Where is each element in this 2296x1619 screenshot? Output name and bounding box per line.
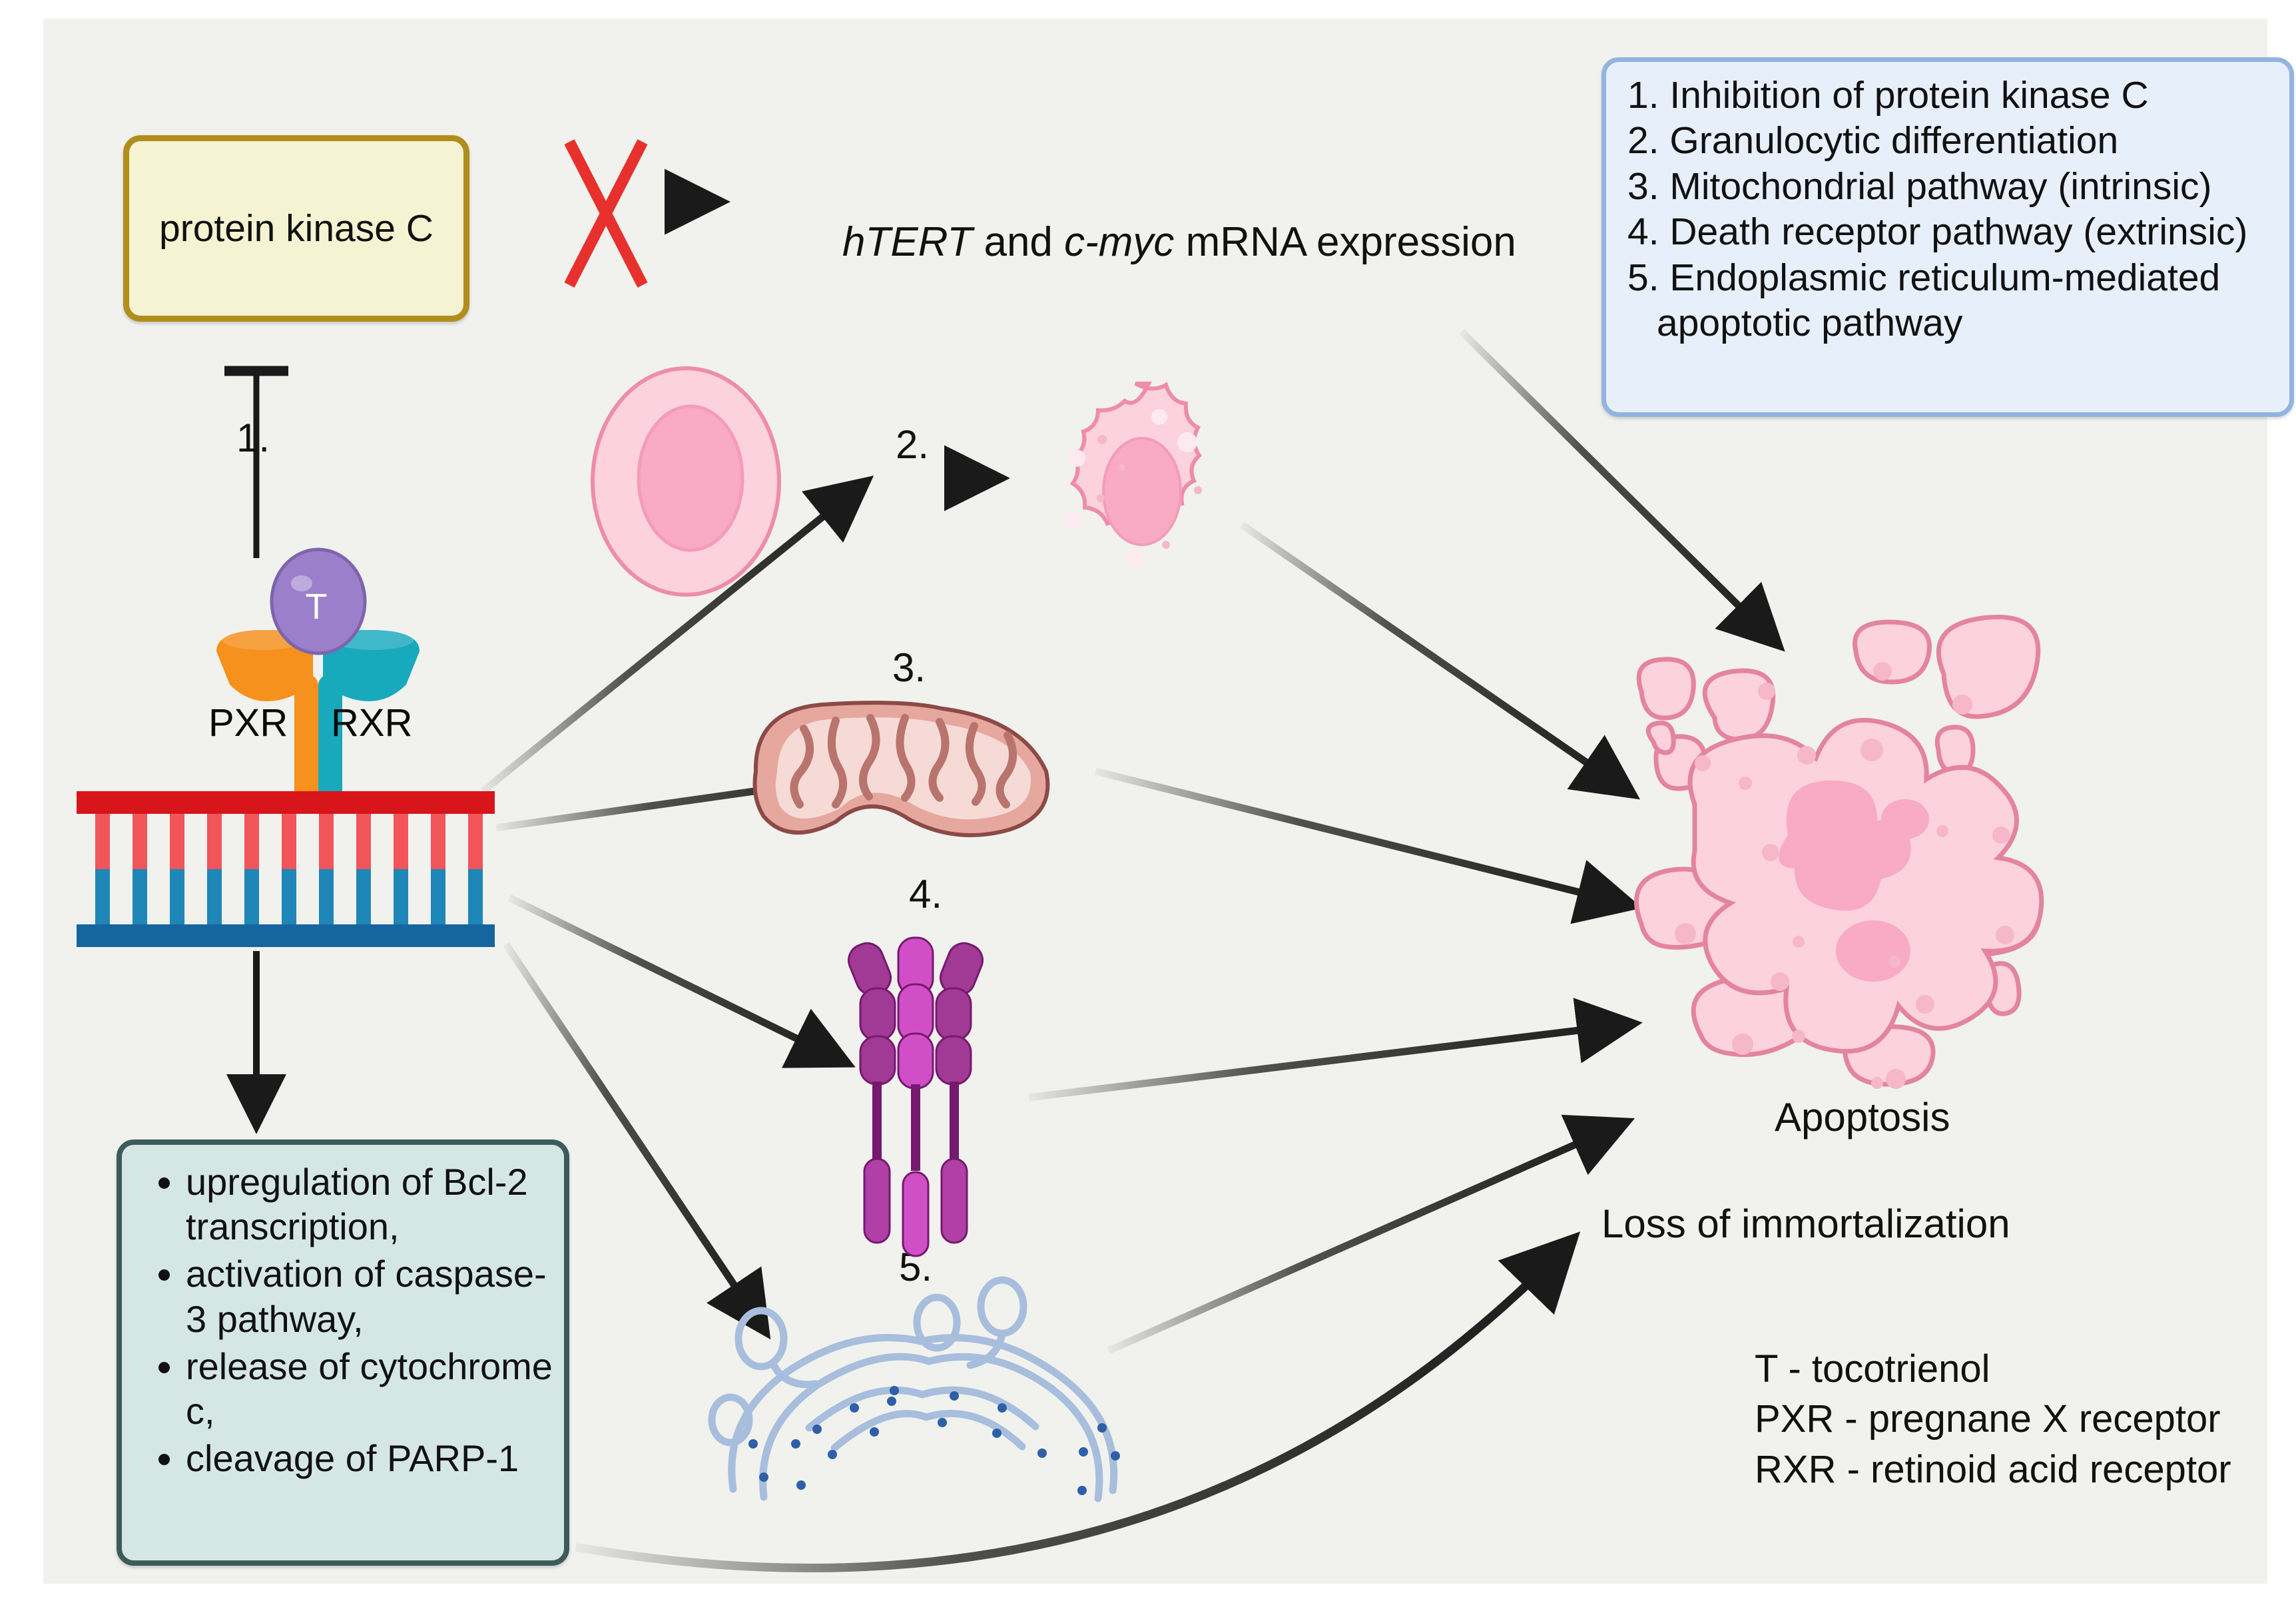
complex-graphic xyxy=(216,547,420,808)
dna-top-strand xyxy=(77,791,495,814)
mrna-tail: mRNA expression xyxy=(1174,219,1516,265)
effect-item: activation of caspase-3 pathway, xyxy=(186,1251,556,1341)
effect-item: cleavage of PARP-1 xyxy=(186,1436,556,1480)
arrow-mitochondrion-to-apoptosis xyxy=(1094,767,1643,924)
tocotrienol-sphere xyxy=(270,547,367,655)
arrow-granulocyte-to-apoptosis xyxy=(1239,521,1641,800)
rxr-bowl xyxy=(323,630,420,701)
pxr-stem xyxy=(294,675,318,808)
rxr-stem xyxy=(318,675,342,808)
arrow-death-receptor-to-apoptosis xyxy=(1028,998,1643,1102)
arrow-mrna-to-apoptosis xyxy=(1459,329,1785,652)
arrow-dna-to-granulocyte xyxy=(480,476,874,795)
arrow-layer xyxy=(224,139,1785,1572)
step-number-4: 4. xyxy=(909,872,943,916)
pxr-bowl xyxy=(216,630,313,701)
step-number-3: 3. xyxy=(892,645,926,690)
abbreviation-legend: T - tocotrienol PXR - pregnane X recepto… xyxy=(1755,1344,2231,1494)
arrow-dna-to-death-receptor xyxy=(507,894,856,1068)
dna-rungs xyxy=(95,814,483,924)
pxr-rxr-tocotrienol-complex[interactable]: T PXR RXR xyxy=(176,547,456,831)
gene-hTERT-label: hTERT xyxy=(842,219,973,265)
pxr-label: PXR xyxy=(208,701,288,745)
abbreviation-line-t: T - tocotrienol xyxy=(1755,1347,1990,1391)
protein-kinase-c-label: protein kinase C xyxy=(159,207,433,250)
arrow-inhibition-pkc xyxy=(224,366,288,558)
red-x-stroke-2 xyxy=(564,139,648,288)
apoptotic-cell-nucleus xyxy=(1779,780,1911,911)
rxr-label: RXR xyxy=(331,701,413,745)
legend-item: 5. Endoplasmic reticulum-mediated apopto… xyxy=(1627,256,2221,344)
effect-item: upregulation of Bcl-2 transcription, xyxy=(186,1159,556,1249)
apoptosis-label: Apoptosis xyxy=(1775,1095,1950,1139)
arrow-dna-to-er xyxy=(503,942,771,1340)
legend-item: 2. Granulocytic differentiation xyxy=(1627,119,2119,162)
diagram-canvas: protein kinase C 1. Inhibition of protei… xyxy=(43,19,2294,1584)
effect-item: release of cytochrome c, xyxy=(186,1344,556,1433)
gene-cmyc-label: c-myc xyxy=(1064,219,1175,265)
legend-item: 1. Inhibition of protein kinase C xyxy=(1627,74,2149,117)
mrna-expression-label: hTERT and c-myc mRNA expression xyxy=(842,218,1516,266)
pathway-legend-list: 1. Inhibition of protein kinase C 2. Gra… xyxy=(1627,73,2280,346)
arrow-er-to-apoptosis xyxy=(1107,1114,1635,1355)
arrow-effects-to-loss-of-immortalization xyxy=(575,1231,1581,1572)
downstream-effects-box[interactable]: upregulation of Bcl-2 transcription, act… xyxy=(117,1139,569,1566)
loss-of-immortalization-label: Loss of immortalization xyxy=(1601,1201,2010,1246)
protein-kinase-c-box[interactable]: protein kinase C xyxy=(123,135,469,322)
abbreviation-line-pxr: PXR - pregnane X receptor xyxy=(1755,1397,2221,1441)
downstream-effects-list: upregulation of Bcl-2 transcription, act… xyxy=(139,1159,556,1483)
legend-item: 3. Mitochondrial pathway (intrinsic) xyxy=(1627,164,2212,208)
step-number-2: 2. xyxy=(896,422,930,467)
arrow-blocked-mrna xyxy=(496,139,730,288)
tocotrienol-letter: T xyxy=(305,587,328,627)
abbreviation-line-rxr: RXR - retinoid acid receptor xyxy=(1755,1447,2231,1491)
mrna-connector: and xyxy=(972,219,1065,265)
dna-bottom-strand xyxy=(77,924,495,947)
legend-item: 4. Death receptor pathway (extrinsic) xyxy=(1627,210,2248,254)
pathway-legend-box[interactable]: 1. Inhibition of protein kinase C 2. Gra… xyxy=(1601,57,2294,417)
step-number-1: 1. xyxy=(236,416,270,460)
dna-graphic xyxy=(77,791,495,947)
